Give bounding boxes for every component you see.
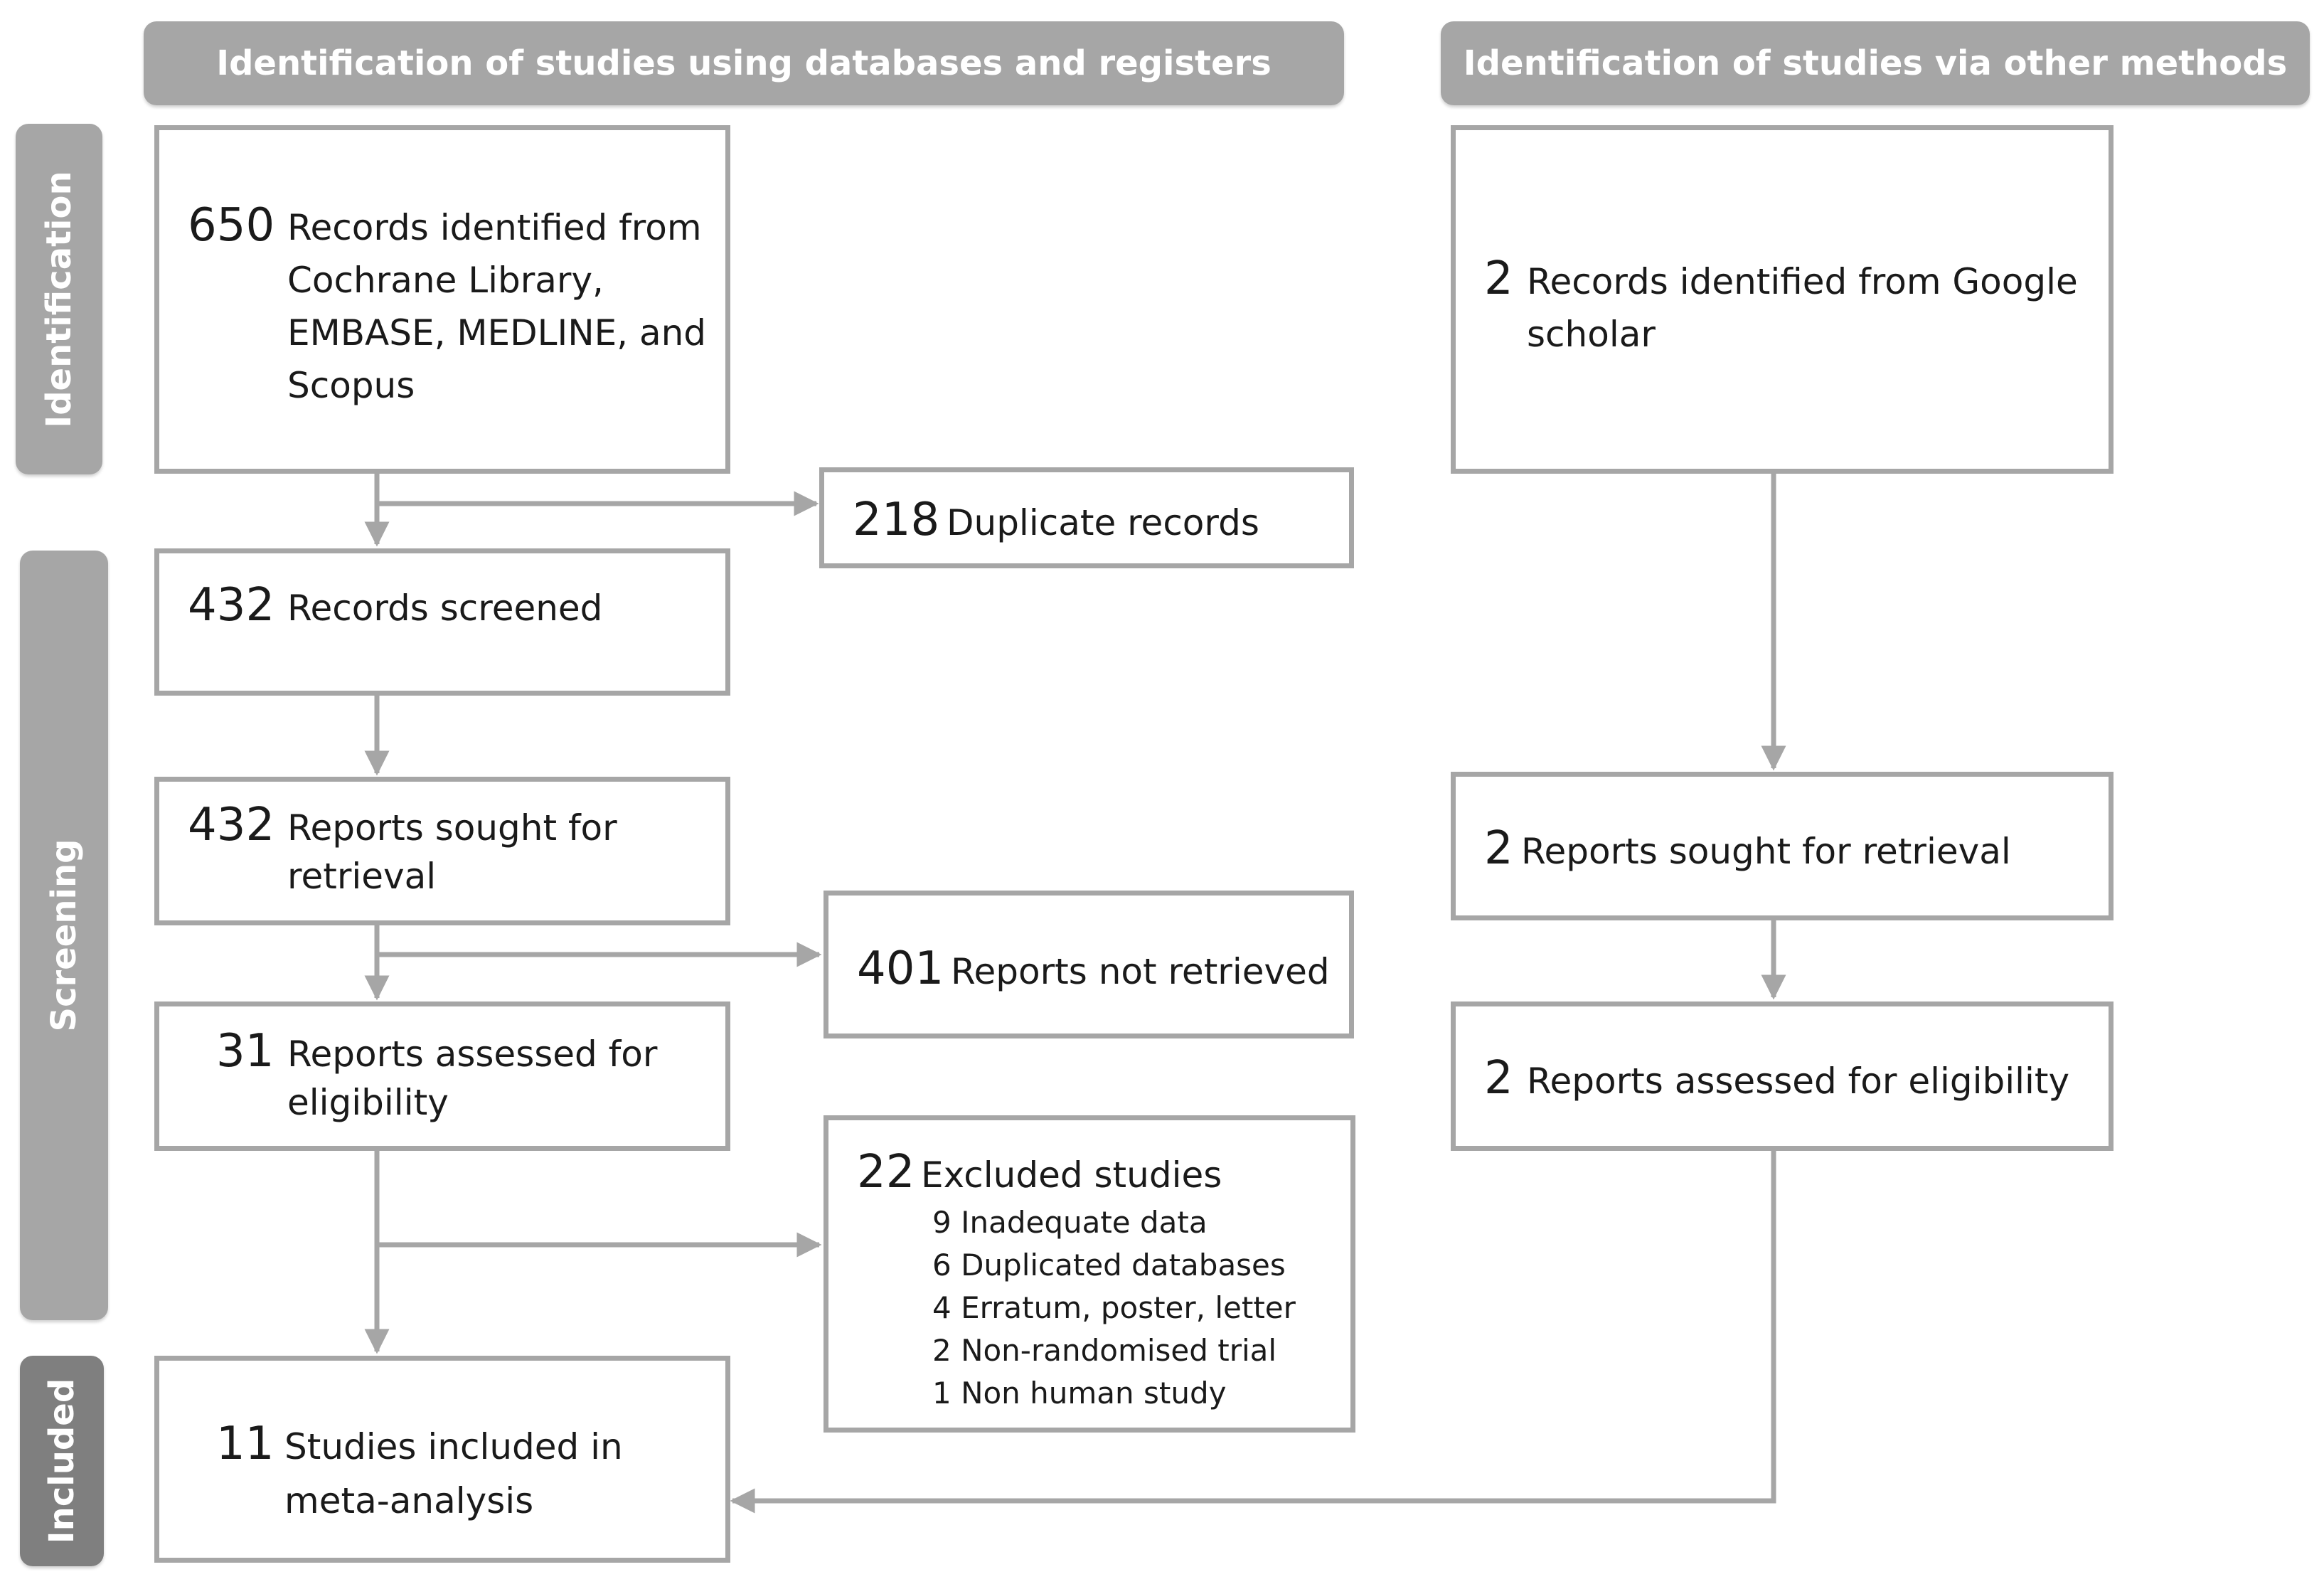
count: 650 xyxy=(188,199,275,252)
box-duplicate-records: 218 Duplicate records xyxy=(819,467,1354,568)
label: Reports assessed for eligibility xyxy=(1527,1061,2070,1102)
label: Excluded studies xyxy=(921,1154,1222,1196)
box-reports-assessed-databases: 31 Reports assessed for eligibility xyxy=(154,1001,730,1151)
count: 11 xyxy=(216,1418,274,1470)
line: Cochrane Library, xyxy=(287,260,604,301)
line: scholar xyxy=(1527,314,1656,355)
box-reports-not-retrieved: 401 Reports not retrieved xyxy=(823,891,1354,1038)
line: eligibility xyxy=(287,1082,449,1123)
box-excluded-studies: 22 Excluded studies 9 Inadequate data 6 … xyxy=(823,1115,1355,1433)
box-records-identified-databases: 650 Records identified from Cochrane Lib… xyxy=(154,125,730,474)
line: retrieval xyxy=(287,856,437,897)
box-studies-included: 11 Studies included in meta-analysis xyxy=(154,1356,730,1563)
exclusion-reason: 6 Duplicated databases xyxy=(932,1248,1286,1282)
line: EMBASE, MEDLINE, and xyxy=(287,312,707,354)
stage-included: Included xyxy=(20,1356,104,1566)
databases-header: Identification of studies using database… xyxy=(144,21,1344,105)
label: Reports sought for retrieval xyxy=(1521,831,2011,872)
line: meta-analysis xyxy=(284,1480,534,1521)
line: Reports sought for xyxy=(287,807,617,849)
line: Reports assessed for xyxy=(287,1034,658,1075)
box-records-identified-other: 2 Records identified from Google scholar xyxy=(1451,125,2114,474)
box-reports-sought-databases: 432 Reports sought for retrieval xyxy=(154,777,730,925)
line: Scopus xyxy=(287,365,415,406)
count: 31 xyxy=(216,1025,274,1078)
count: 401 xyxy=(857,942,944,995)
stage-screening: Screening xyxy=(20,551,108,1320)
label: Records screened xyxy=(287,588,603,629)
exclusion-reason: 9 Inadequate data xyxy=(932,1205,1208,1240)
count: 432 xyxy=(188,579,275,632)
label: Reports not retrieved xyxy=(951,951,1330,992)
box-records-screened: 432 Records screened xyxy=(154,548,730,696)
stage-identification: Identification xyxy=(16,124,102,474)
line: Studies included in xyxy=(284,1426,623,1467)
count: 2 xyxy=(1484,253,1513,305)
count: 22 xyxy=(857,1146,915,1199)
exclusion-reason: 2 Non-randomised trial xyxy=(932,1333,1277,1368)
exclusion-reason: 4 Erratum, poster, letter xyxy=(932,1290,1296,1325)
count: 218 xyxy=(853,494,940,546)
line: Records identified from Google xyxy=(1527,261,2078,302)
label: Duplicate records xyxy=(947,502,1259,543)
arrow-other-assessed-to-included xyxy=(730,1150,1776,1514)
box-reports-assessed-other: 2 Reports assessed for eligibility xyxy=(1451,1001,2114,1151)
box-reports-sought-other: 2 Reports sought for retrieval xyxy=(1451,772,2114,920)
exclusion-reason: 1 Non human study xyxy=(932,1376,1227,1410)
other-methods-header: Identification of studies via other meth… xyxy=(1441,21,2310,105)
count: 2 xyxy=(1484,822,1513,875)
count: 432 xyxy=(188,799,275,851)
line: Records identified from xyxy=(287,207,702,248)
count: 2 xyxy=(1484,1052,1513,1105)
